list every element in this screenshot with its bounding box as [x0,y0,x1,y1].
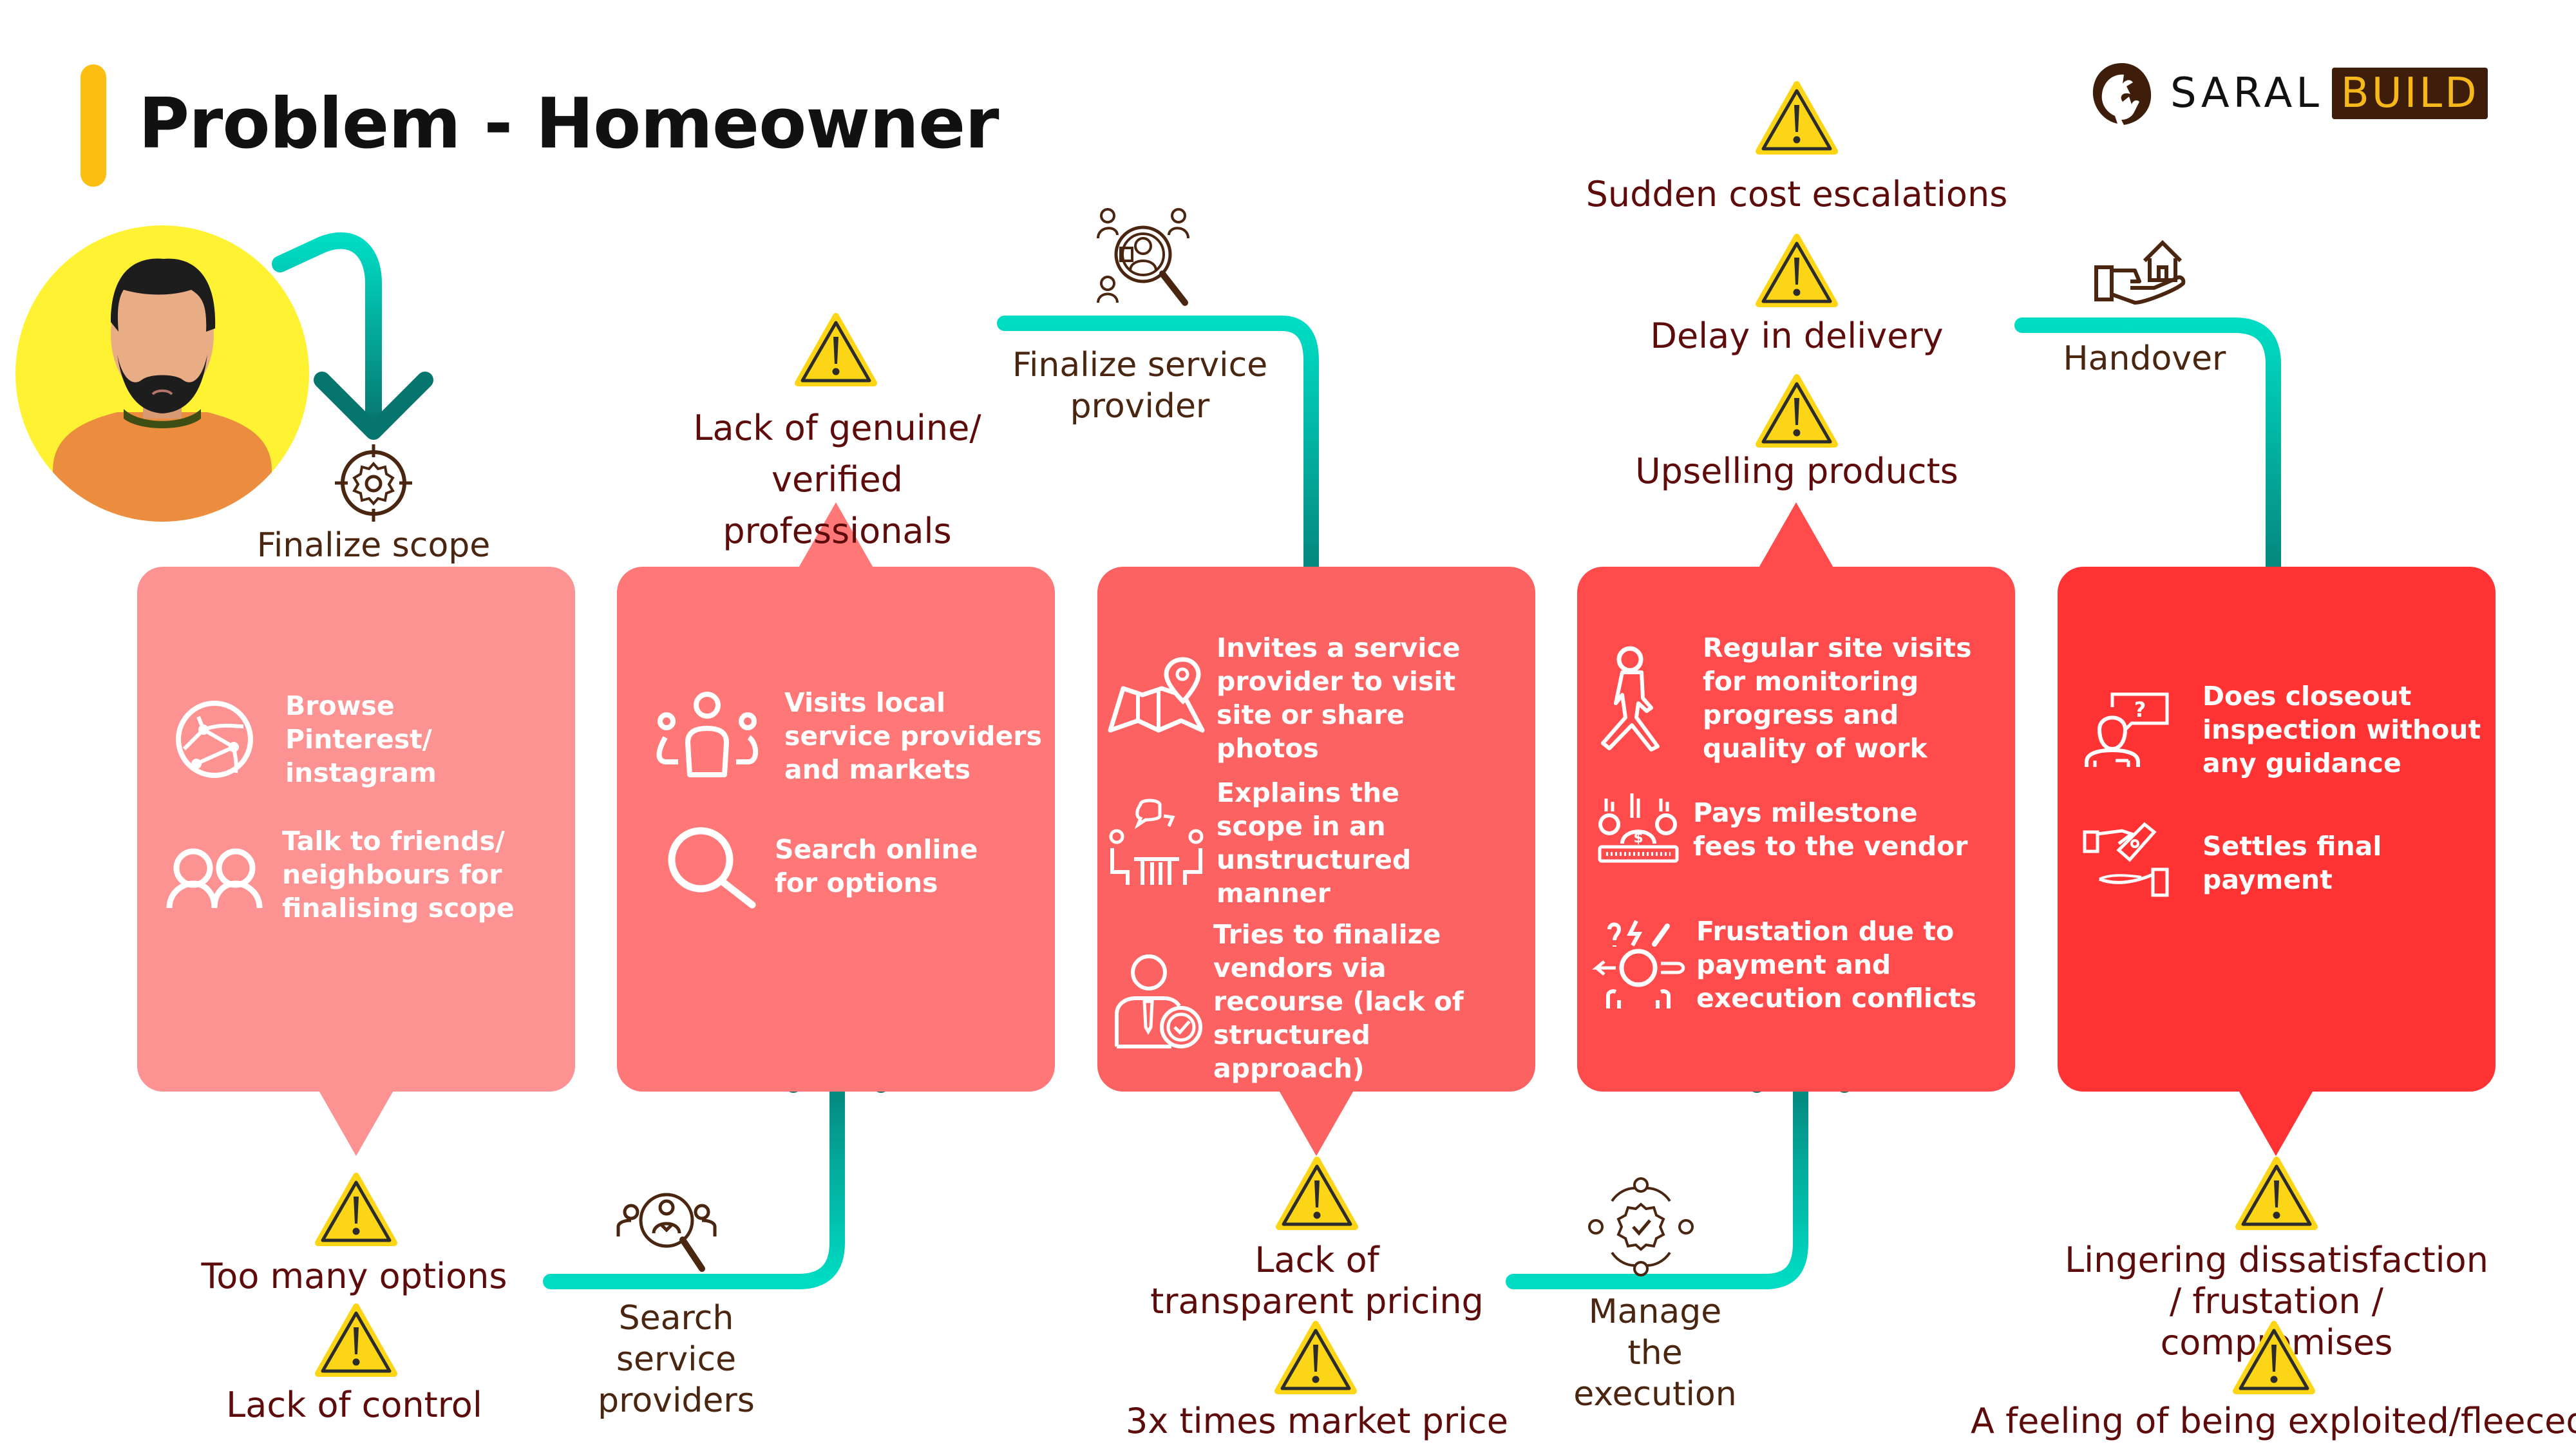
coins-payment-icon: $ [1598,793,1679,863]
flow-arrow-1 [272,232,382,433]
pain-point: Lack of control [226,1385,482,1425]
pain-point: Sudden cost escalations [1586,174,2008,214]
pain-point: 3x times market price [1126,1401,1508,1441]
card-item-text: Tries to finalize vendors via recourse (… [1213,919,1464,1084]
card-4-top-notch [1757,502,1835,570]
card-item: Tries to finalize vendors via recourse (… [1113,918,1497,1085]
pain-point: Lingering dissatisfaction / frustation /… [2029,1240,2524,1363]
pain-point-text: Lack of transparent pricing [1150,1240,1484,1321]
card-item: ? Does closeout inspection without any g… [2083,679,2486,780]
warning-icon [1275,1156,1359,1232]
card-item-text: Visits local service providers and marke… [784,687,1042,785]
page-title: Problem - Homeowner [138,84,999,164]
stage-card-2: Visits local service providers and marke… [617,567,1055,1092]
pain-point: Lack of genuine/ verified professionals [644,402,1030,557]
warning-icon [1274,1320,1358,1396]
card-item-text: Browse Pinterest/ instagram [285,690,437,788]
card-1-bottom-notch [317,1088,395,1156]
card-item: Invites a service provider to visit site… [1107,631,1493,765]
warning-icon [314,1303,398,1379]
map-pin-icon [1108,657,1205,733]
meeting-icon [1109,799,1204,885]
two-people-icon [166,848,263,909]
logo-word-saral: SARAL [2170,70,2323,117]
people-search-icon [615,1185,718,1278]
stage-label-search-providers: Search service providers [547,1298,805,1421]
warning-icon [1755,374,1839,450]
card-item: Talk to friends/ neighbours for finalisi… [166,824,527,925]
svg-text:$: $ [1633,830,1643,846]
warning-icon [1755,233,1839,309]
warning-icon [794,312,878,388]
network-globe-icon [176,701,253,778]
warning-icon [314,1172,398,1248]
card-item-text: Pays milestone fees to the vendor [1693,797,1968,862]
card-item: Browse Pinterest/ instagram [173,689,530,790]
card-item: Visits local service providers and marke… [652,686,1042,786]
avatar [14,225,310,522]
flow-arrow-2 [543,1036,845,1289]
frowning-man-avatar-icon [15,225,309,522]
svg-text:?: ? [2134,697,2146,722]
card-3-bottom-notch [1278,1088,1355,1156]
pain-point: Upselling products [1635,451,1958,491]
walking-person-icon [1601,646,1660,752]
card-item: Search online for options [665,824,1019,909]
stage-label-finalize-scope: Finalize scope [256,526,491,565]
stage-card-5: ? Does closeout inspection without any g… [2058,567,2496,1092]
card-item-text: Frustation due to payment and execution … [1696,916,1977,1014]
candidate-search-icon [1095,206,1198,312]
pain-point: Lack of transparent pricing [1124,1240,1510,1322]
card-5-bottom-notch [2237,1088,2315,1156]
card-2-top-notch [797,502,875,570]
card-item: Regular site visits for monitoring progr… [1596,631,1986,765]
logo-word-build: BUILD [2331,68,2488,119]
flow-arrow-3 [997,316,1319,626]
stage-label-finalize-provider: Finalize service provider [1001,345,1278,427]
stage-card-4: Regular site visits for monitoring progr… [1577,567,2015,1092]
card-item-text: Search online for options [775,834,978,898]
pain-point-text: Lack of genuine/ verified professionals [693,408,981,551]
flow-arrow-4 [1506,1036,1808,1289]
stage-label-text: Search service providers [598,1299,755,1420]
pain-point: Too many options [201,1256,507,1296]
stage-label-text: Manage the execution [1573,1293,1737,1414]
verified-person-icon [1115,954,1202,1048]
warning-icon [2232,1320,2316,1396]
card-item-text: Regular site visits for monitoring progr… [1703,632,1972,764]
pain-point: A feeling of being exploited/fleeced [1971,1401,2576,1441]
card-item-text: Invites a service provider to visit site… [1217,632,1461,764]
card-item: Explains the scope in an unstructured ma… [1107,776,1493,910]
pain-point-text: Lingering dissatisfaction / frustation /… [2065,1240,2488,1363]
search-icon [668,827,756,909]
pain-point: Delay in delivery [1650,316,1944,356]
card-item: $ Pays milestone fees to the vendor [1596,792,1989,866]
flow-arrow-5 [2014,317,2281,626]
card-item-text: Does closeout inspection without any gui… [2202,681,2481,779]
gear-target-icon [335,444,412,525]
stage-card-1: Browse Pinterest/ instagram Talk to frie… [137,567,575,1092]
card-item: Settles final payment [2083,822,2499,902]
warning-icon [1755,80,1839,156]
frustrated-person-icon [1592,920,1685,1009]
card-item-text: Settles final payment [2202,831,2382,895]
saral-build-hands-icon [2092,63,2152,125]
process-gear-icon [1588,1175,1694,1282]
question-person-icon: ? [2085,692,2169,767]
card-item-text: Explains the scope in an unstructured ma… [1217,777,1412,909]
cash-hands-icon [2083,822,2169,897]
stage-label-handover: Handover [2063,339,2226,378]
stage-label-manage-execution: Manage the execution [1526,1291,1784,1415]
hand-house-icon [2093,235,2196,316]
stage-label-text: Finalize service provider [1012,346,1268,426]
warning-icon [2235,1156,2318,1232]
card-item: Frustation due to payment and execution … [1590,914,1980,1015]
title-accent-bar [80,64,106,187]
card-item-text: Talk to friends/ neighbours for finalisi… [282,826,515,923]
stage-card-3: Invites a service provider to visit site… [1097,567,1535,1092]
brand-logo: SARAL BUILD [2087,55,2488,132]
group-icon [656,692,759,777]
flow-arrowhead-1 [314,372,433,440]
